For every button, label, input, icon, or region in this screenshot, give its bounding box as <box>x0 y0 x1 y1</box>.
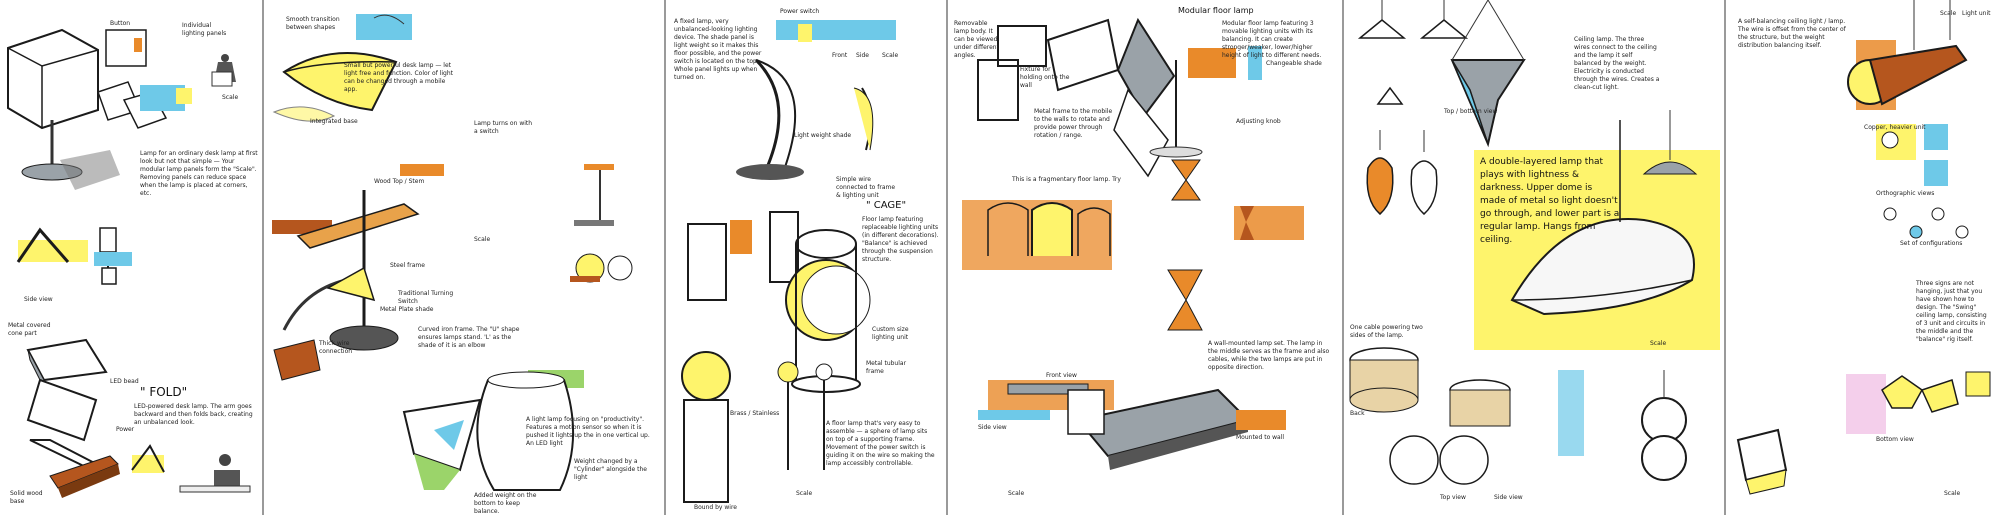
self-balancing-desc: A self-balancing ceiling light / lamp. T… <box>1738 18 1846 49</box>
mounted-label: Mounted to wall <box>1236 434 1285 441</box>
side-view-label: Side view <box>24 296 53 303</box>
integrated-base-label: Integrated base <box>310 118 358 125</box>
metal-frame-label: Metal frame to the mobile to the walls t… <box>1034 108 1113 139</box>
metal-tubular-label: Metal tubular frame <box>866 360 907 375</box>
thick-wire-label: Thick wire connection <box>319 340 353 355</box>
solid-wood-label: Solid wood base <box>10 490 43 505</box>
sketch-panel-1: Button Individual lighting panels Scale … <box>0 0 262 515</box>
sketch-panel-3: A fixed lamp, very unbalanced-looking li… <box>666 0 946 515</box>
modular-desc: Modular floor lamp featuring 3 movable l… <box>1222 20 1322 59</box>
cube-lamp-shade <box>7 28 99 130</box>
panel-1-sketches <box>7 28 251 498</box>
panel-5-sketches <box>1349 0 1720 485</box>
fold-description: LED-powered desk lamp. The arm goes back… <box>134 403 253 426</box>
light-weight-label: Light weight shade <box>794 132 852 139</box>
bottom-view-label: Bottom view <box>1876 436 1914 443</box>
scale-label: Scale <box>222 94 239 101</box>
sketch-panel-4: Removable lamp body. It can be viewed un… <box>948 0 1342 515</box>
added-weight-label: Added weight on the bottom to keep balan… <box>474 492 537 515</box>
custom-size-label: Custom size lighting unit <box>872 326 909 341</box>
light-unit-label: Light unit <box>1962 10 1991 17</box>
fold-title: " FOLD" <box>140 385 188 399</box>
bound-wire-label: Bound by wire <box>694 504 737 511</box>
modular-title: Modular floor lamp <box>1178 6 1254 15</box>
front-label: Front <box>832 52 848 59</box>
smooth-transition-label: Smooth transition between shapes <box>286 16 340 31</box>
panel-6-sketches <box>1736 0 1991 495</box>
floor-lamp-desc: A floor lamp that's very easy to assembl… <box>826 420 935 467</box>
fixed-lamp-desc: A fixed lamp, very unbalanced-looking li… <box>674 18 762 81</box>
scale-label-5: Scale <box>1650 340 1667 347</box>
wood-top-label: Wood Top / Stem <box>374 178 425 185</box>
one-cable-label: One cable powering two sides of the lamp… <box>1350 324 1423 339</box>
side-label: Side <box>856 52 869 59</box>
scale-label-3: Scale <box>882 52 899 59</box>
brass-label: Brass / Stainless <box>730 410 780 417</box>
scale-label-6b: Scale <box>1944 490 1961 497</box>
power-label: Power <box>116 426 135 433</box>
wall-lamp-desc: A wall-mounted lamp set. The lamp in the… <box>1208 340 1330 371</box>
panel-divider <box>946 0 948 515</box>
fixture-label: Fixture for holding onto the wall <box>1020 66 1070 89</box>
fragments-label: This is a fragmentary floor lamp. Try <box>1012 176 1121 183</box>
scale-label-6: Scale <box>1940 10 1957 17</box>
metal-plate-label: Metal Plate shade <box>380 306 434 313</box>
led-bead-label: LED bead <box>110 378 139 385</box>
ceiling-lamp-desc: Ceiling lamp. The three wires connect to… <box>1574 36 1660 91</box>
side-view-label-5: Side view <box>1494 494 1523 501</box>
back-label: Back <box>1350 410 1365 417</box>
steel-frame-label: Steel frame <box>390 262 425 269</box>
cage-description: Floor lamp featuring replaceable lightin… <box>862 216 939 263</box>
scale-label-2: Scale <box>474 236 491 243</box>
three-signs-desc: Three signs are not hanging, just that y… <box>1916 280 1987 343</box>
sketch-panel-2: Smooth transition between shapes Small b… <box>264 0 664 515</box>
adjusting-knob-label: Adjusting knob <box>1236 118 1281 125</box>
panel-divider <box>1724 0 1726 515</box>
panel-1-desc: Lamp for an ordinary desk lamp at first … <box>140 150 258 197</box>
lamp-turn-label: Lamp turns on with a switch <box>474 120 533 135</box>
power-switch-label: Power switch <box>780 8 820 15</box>
small-lamp-note: Small but powerful desk lamp — let light… <box>344 62 454 93</box>
scale-label-4: Scale <box>1008 490 1025 497</box>
set-config-label: Set of configurations <box>1900 240 1963 247</box>
panel-3-sketches <box>681 20 896 503</box>
sketch-panel-5: Ceiling lamp. The three wires connect to… <box>1344 0 1724 515</box>
sketch-panel-6: A self-balancing ceiling light / lamp. T… <box>1726 0 2000 515</box>
cage-title: " CAGE" <box>866 200 907 211</box>
scale-label-3b: Scale <box>796 490 813 497</box>
traditional-switch-label: Traditional Turning Switch <box>398 290 454 305</box>
ortho-label: Orthographic views <box>1876 190 1935 197</box>
panel-2-sketches <box>272 14 633 491</box>
top-bottom-label: Top / bottom view <box>1444 108 1498 115</box>
panel-divider <box>664 0 666 515</box>
light-lamp-desc: A light lamp focusing on "productivity".… <box>526 416 650 447</box>
removable-body-label: Removable lamp body. It can be viewed un… <box>954 20 999 59</box>
copper-label: Copper, heavier unit <box>1864 124 1926 131</box>
panel-divider <box>1342 0 1344 515</box>
button-label: Button <box>110 20 131 27</box>
front-view-label: Front view <box>1046 372 1077 379</box>
metal-cone-label: Metal covered cone part <box>8 322 51 337</box>
panel-divider <box>262 0 264 515</box>
weight-change-label: Weight changed by a "Cylinder" alongside… <box>574 458 647 481</box>
individual-panels-label: Individual lighting panels <box>182 22 227 37</box>
panel-4-sketches <box>962 17 1304 470</box>
double-layer-text: A double-layered lamp that plays with li… <box>1480 157 1620 245</box>
top-view-label: Top view <box>1440 494 1466 501</box>
changeable-shade-label: Changeable shade <box>1266 60 1322 67</box>
simple-wire-label: Simple wire connected to frame & lightin… <box>836 176 896 199</box>
side-view-label-4: Side view <box>978 424 1007 431</box>
curved-frame-note: Curved iron frame. The "U" shape ensures… <box>418 326 520 349</box>
